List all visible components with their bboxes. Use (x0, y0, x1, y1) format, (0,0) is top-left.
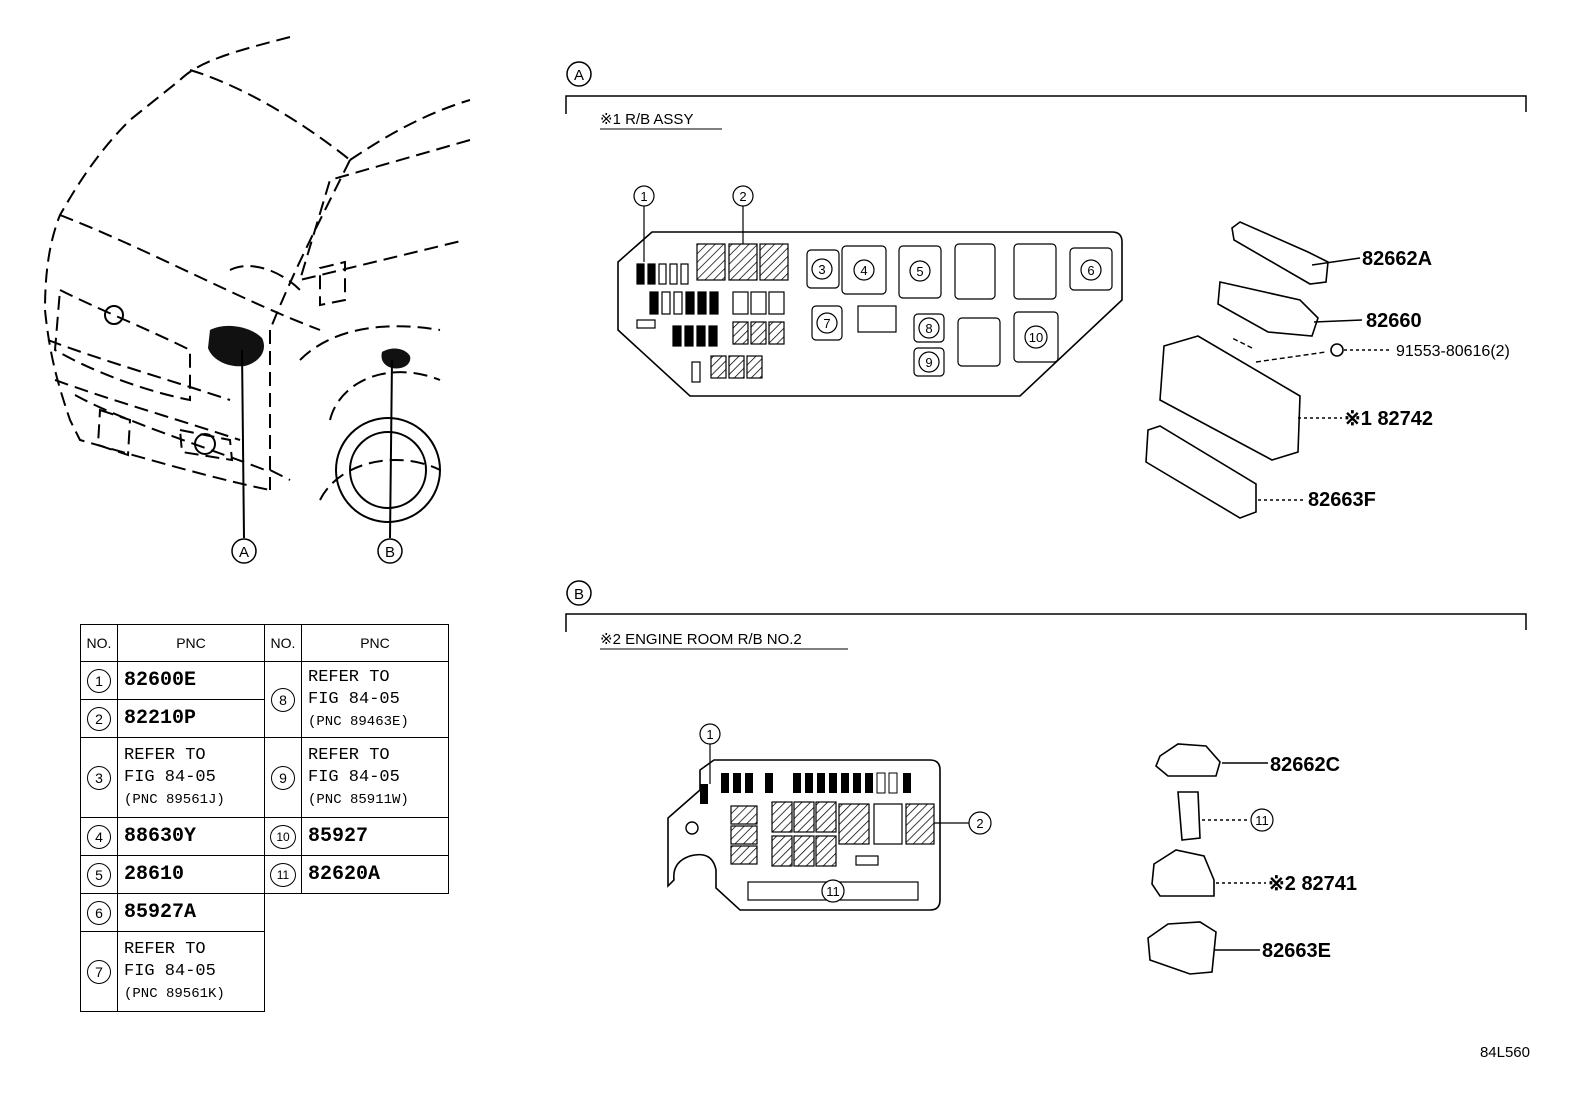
header-no-right: NO. (264, 624, 302, 662)
pnc-value: 88630Y (117, 817, 265, 856)
part-82660-label: 82660 (1366, 310, 1422, 332)
section-b-bracket (565, 613, 1527, 632)
section-a-bracket (565, 95, 1527, 114)
part-82662a-label: 82662A (1362, 248, 1432, 270)
pnc-value: 85927A (117, 893, 265, 932)
vehicle-illustration (44, 36, 471, 501)
cover-82662c-shape (1155, 743, 1221, 777)
parts-b-exploded (1147, 743, 1221, 975)
row-number: 8 (271, 687, 295, 712)
fuse-11-shape (1177, 791, 1201, 841)
rb-callout-10: 10 (1029, 330, 1043, 345)
section-a-title: ※1 R/B ASSY (600, 111, 693, 128)
part-82742-label: ※1 82742 (1344, 408, 1433, 430)
rb-callout-7: 7 (823, 316, 830, 331)
row-number: 4 (87, 824, 111, 849)
bracket-82663f-shape (1145, 425, 1257, 519)
rb-callout-3: 3 (818, 262, 825, 277)
header-pnc-right: PNC (301, 624, 449, 662)
rb-callout-1: 1 (640, 189, 647, 204)
part-82662c-label: 82662C (1270, 754, 1340, 776)
section-b-marker-label: B (574, 586, 584, 603)
row-number: 6 (87, 900, 111, 925)
table-row: 5 28610 11 82620A (80, 855, 449, 894)
row-number: 9 (271, 765, 295, 790)
callout-a-circle (231, 538, 257, 564)
relay-box-location-a (208, 325, 265, 367)
pnc-value: 82210P (117, 699, 265, 738)
figure-code: 84L560 (1479, 1044, 1530, 1061)
rb-callout-9: 9 (925, 355, 932, 370)
callout-a-label: A (239, 544, 249, 561)
table-row: 6 85927A (80, 893, 449, 932)
table-row: 3 REFER TO FIG 84-05 (PNC 89561J) 9 REFE… (80, 737, 449, 818)
callout-b-circle (377, 538, 403, 564)
rb-fuse-group-a (636, 263, 719, 383)
housing-82741-shape (1151, 849, 1215, 897)
engine-rb-callout-11: 11 (826, 884, 840, 899)
row-number: 3 (87, 765, 111, 790)
pnc-value: 28610 (117, 855, 265, 894)
section-b-marker (566, 580, 592, 606)
row-number: 10 (270, 824, 296, 849)
engine-room-rb-outline (667, 759, 941, 911)
rb-relay-hatched (696, 243, 789, 379)
part-11-label: 11 (1255, 813, 1269, 828)
row-number: 5 (87, 862, 111, 887)
rb-callout-5: 5 (916, 264, 923, 279)
section-a-marker-label: A (574, 67, 584, 84)
bracket-82663e-shape (1147, 921, 1217, 975)
pnc-value: 82620A (301, 855, 449, 894)
engine-rb-callout-2: 2 (976, 816, 983, 831)
relay-box-location-b (381, 348, 411, 369)
rb-callout-6: 6 (1087, 263, 1094, 278)
pnc-reference: REFER TO FIG 84-05 (PNC 89561J) (117, 737, 265, 818)
parts-a-exploded (1145, 221, 1344, 519)
section-b-title: ※2 ENGINE ROOM R/B NO.2 (600, 631, 802, 648)
part-91553-label: 91553-80616(2) (1396, 343, 1510, 360)
pnc-value: 82600E (117, 661, 265, 700)
row-number: 11 (270, 862, 296, 887)
rb-callout-8: 8 (925, 321, 932, 336)
housing-82742-shape (1159, 335, 1301, 461)
engine-rb-fuse-row (700, 772, 911, 804)
callout-b-label: B (385, 544, 395, 561)
rb-assy-outline (617, 231, 1123, 397)
header-no-left: NO. (80, 624, 118, 662)
cover-82662a-shape (1231, 221, 1329, 285)
pnc-reference: REFER TO FIG 84-05 (PNC 89561K) (117, 931, 265, 1012)
row-number: 7 (87, 959, 111, 984)
table-row: 2 82210P (80, 699, 449, 738)
part-82663f-label: 82663F (1308, 489, 1376, 511)
rb-callouts (633, 185, 1102, 373)
header-pnc-left: PNC (117, 624, 265, 662)
pnc-reference: REFER TO FIG 84-05 (PNC 89463E) (301, 661, 449, 738)
engine-rb-callout-1: 1 (706, 727, 713, 742)
rb-callout-2: 2 (739, 189, 746, 204)
engine-rb-relays (730, 801, 935, 867)
section-a-marker (566, 61, 592, 87)
part-82663e-label: 82663E (1262, 940, 1331, 962)
rb-callout-4: 4 (860, 263, 867, 278)
block-82660-shape (1217, 281, 1319, 337)
pnc-table: NO. PNC NO. PNC 1 82600E 8 REFER TO FIG … (80, 624, 449, 1012)
row-number: 1 (87, 668, 111, 693)
pnc-reference: REFER TO FIG 84-05 (PNC 85911W) (301, 737, 449, 818)
table-row: 1 82600E 8 REFER TO FIG 84-05 (PNC 89463… (80, 661, 449, 738)
table-row: 7 REFER TO FIG 84-05 (PNC 89561K) (80, 931, 449, 1012)
part-82741-label: ※2 82741 (1268, 873, 1357, 895)
table-row: 4 88630Y 10 85927 (80, 817, 449, 856)
pnc-value: 85927 (301, 817, 449, 856)
row-number: 2 (87, 706, 111, 731)
